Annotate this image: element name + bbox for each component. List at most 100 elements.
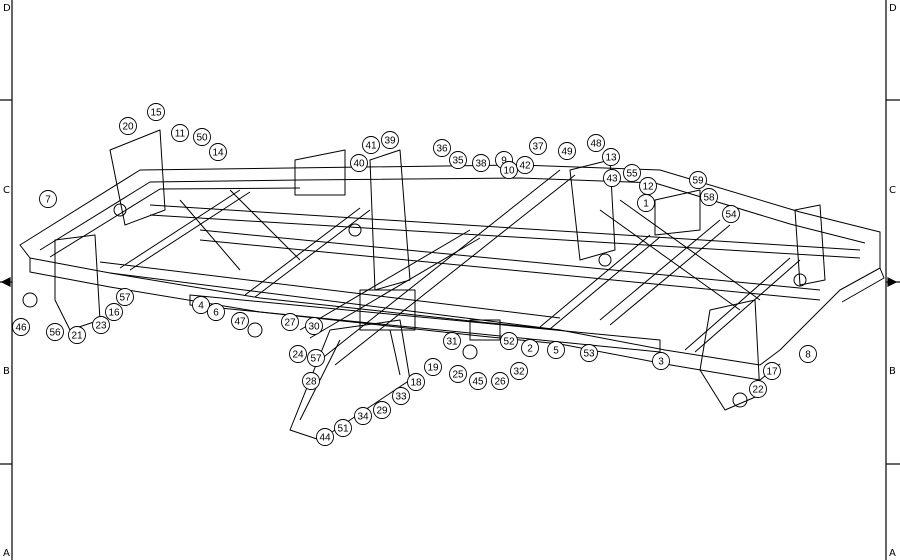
callout-label: 49 bbox=[561, 147, 573, 158]
callout-label: 53 bbox=[583, 349, 595, 360]
callout-label: 56 bbox=[49, 328, 61, 339]
callout-label: 13 bbox=[605, 153, 617, 164]
callout-balloon bbox=[350, 154, 368, 172]
callout-57: 57 bbox=[116, 288, 134, 306]
callout-label: 5 bbox=[553, 346, 559, 357]
callout-35: 35 bbox=[449, 151, 467, 169]
callout-15: 15 bbox=[147, 103, 165, 121]
callout-label: 27 bbox=[284, 318, 296, 329]
callout-36: 36 bbox=[433, 139, 451, 157]
callout-label: 24 bbox=[292, 350, 304, 361]
callout-34: 34 bbox=[354, 407, 372, 425]
callout-balloon bbox=[207, 303, 225, 321]
callout-label: 14 bbox=[212, 148, 224, 159]
callout-24: 24 bbox=[289, 345, 307, 363]
callout-26: 26 bbox=[491, 372, 509, 390]
callout-label: 28 bbox=[305, 377, 317, 388]
callout-58: 58 bbox=[700, 188, 718, 206]
callout-balloon bbox=[105, 303, 123, 321]
callout-balloon bbox=[587, 134, 605, 152]
callout-label: 46 bbox=[15, 323, 27, 334]
callout-6: 6 bbox=[207, 303, 225, 321]
callout-label: 20 bbox=[122, 122, 134, 133]
callout-balloon bbox=[92, 316, 110, 334]
callout-balloon bbox=[305, 317, 323, 335]
callout-label: 44 bbox=[319, 433, 331, 444]
callout-balloon bbox=[763, 362, 781, 380]
callout-label: 23 bbox=[95, 321, 107, 332]
callout-label: 10 bbox=[503, 166, 515, 177]
callout-balloon bbox=[521, 339, 539, 357]
callout-57: 57 bbox=[307, 349, 325, 367]
callout-balloons: 1234567891011121314151617181920212223242… bbox=[12, 103, 817, 446]
callout-12: 12 bbox=[639, 177, 657, 195]
callout-label: 39 bbox=[384, 136, 396, 147]
callout-balloon bbox=[639, 177, 657, 195]
callout-balloon bbox=[529, 137, 547, 155]
callout-balloon bbox=[500, 161, 518, 179]
callout-balloon bbox=[307, 349, 325, 367]
callout-balloon bbox=[171, 124, 189, 142]
callout-balloon bbox=[449, 365, 467, 383]
callout-19: 19 bbox=[424, 358, 442, 376]
callout-50: 50 bbox=[193, 128, 211, 146]
callout-balloon bbox=[231, 312, 249, 330]
callout-39: 39 bbox=[381, 131, 399, 149]
callout-balloon bbox=[316, 428, 334, 446]
callout-label: 9 bbox=[501, 156, 507, 167]
callout-label: 52 bbox=[503, 337, 515, 348]
callout-11: 11 bbox=[171, 124, 189, 142]
callout-balloon bbox=[46, 323, 64, 341]
zone-label-right-a: A bbox=[889, 548, 896, 559]
callout-31: 31 bbox=[443, 332, 461, 350]
zone-label-right-b: B bbox=[889, 366, 896, 377]
callout-balloon bbox=[424, 358, 442, 376]
callout-label: 59 bbox=[692, 176, 704, 187]
callout-label: 43 bbox=[606, 174, 618, 185]
callout-balloon bbox=[602, 148, 620, 166]
callout-label: 37 bbox=[532, 142, 544, 153]
zone-label-left-d: D bbox=[3, 3, 11, 14]
callout-balloon bbox=[443, 332, 461, 350]
callout-balloon bbox=[381, 131, 399, 149]
callout-label: 30 bbox=[308, 322, 320, 333]
callout-7: 7 bbox=[39, 190, 57, 208]
callout-53: 53 bbox=[580, 344, 598, 362]
callout-balloon bbox=[623, 164, 641, 182]
callout-label: 41 bbox=[365, 141, 377, 152]
callout-label: 38 bbox=[475, 159, 487, 170]
callout-25: 25 bbox=[449, 365, 467, 383]
callout-label: 36 bbox=[436, 144, 448, 155]
callout-label: 42 bbox=[519, 161, 531, 172]
callout-label: 18 bbox=[410, 378, 422, 389]
callout-label: 57 bbox=[310, 354, 322, 365]
callout-balloon bbox=[558, 142, 576, 160]
callout-32: 32 bbox=[510, 362, 528, 380]
callout-balloon bbox=[652, 352, 670, 370]
callout-label: 57 bbox=[119, 293, 131, 304]
callout-41: 41 bbox=[362, 136, 380, 154]
callout-3: 3 bbox=[652, 352, 670, 370]
callout-balloon bbox=[580, 344, 598, 362]
callout-balloon bbox=[192, 296, 210, 314]
callout-label: 26 bbox=[494, 377, 506, 388]
callout-label: 31 bbox=[446, 337, 458, 348]
callout-label: 48 bbox=[590, 139, 602, 150]
callout-13: 13 bbox=[602, 148, 620, 166]
callout-balloon bbox=[516, 156, 534, 174]
callout-label: 11 bbox=[175, 129, 186, 140]
callout-label: 4 bbox=[198, 301, 204, 312]
callout-balloon bbox=[289, 345, 307, 363]
callout-10: 10 bbox=[500, 161, 518, 179]
callout-balloon bbox=[209, 143, 227, 161]
callout-5: 5 bbox=[547, 341, 565, 359]
callout-23: 23 bbox=[92, 316, 110, 334]
callout-21: 21 bbox=[68, 326, 86, 344]
callout-51: 51 bbox=[334, 419, 352, 437]
callout-balloon bbox=[603, 169, 621, 187]
callout-17: 17 bbox=[763, 362, 781, 380]
callout-balloon bbox=[491, 372, 509, 390]
